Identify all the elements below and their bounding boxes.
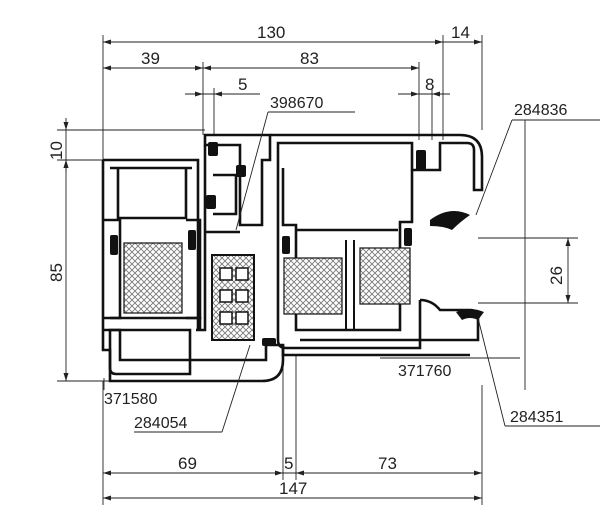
dim-10: 10 <box>47 141 66 160</box>
glass-and-insulation <box>283 240 411 330</box>
top-dimension-values: 130 14 39 83 5 8 <box>141 23 470 94</box>
part-label-371760: 371760 <box>398 363 451 380</box>
insulation-left <box>123 242 183 314</box>
left-dimension-lines <box>57 118 205 382</box>
top-dimension-lines <box>102 35 483 160</box>
leader-lines <box>103 111 600 433</box>
dim-147: 147 <box>279 479 307 498</box>
part-label-284054: 284054 <box>134 415 187 432</box>
dim-5-top: 5 <box>238 75 247 94</box>
part-label-284351: 284351 <box>510 409 563 426</box>
part-label-284836: 284836 <box>514 102 567 119</box>
frame-profile-371580 <box>101 158 285 383</box>
dim-14: 14 <box>451 23 470 42</box>
dim-26: 26 <box>547 266 566 285</box>
gaskets <box>110 142 484 346</box>
dim-8: 8 <box>425 75 434 94</box>
dim-69: 69 <box>178 454 197 473</box>
thermal-break-398670 <box>211 254 255 341</box>
dim-130: 130 <box>257 23 285 42</box>
dim-73: 73 <box>378 454 397 473</box>
part-label-371580: 371580 <box>104 391 157 408</box>
dim-85: 85 <box>47 263 66 282</box>
dim-5-bottom: 5 <box>284 454 293 473</box>
right-dimension-lines <box>478 120 578 390</box>
part-label-398670: 398670 <box>270 95 323 112</box>
left-dimension-values: 10 85 <box>47 141 66 282</box>
frame-profile-371760 <box>270 133 484 357</box>
dim-39: 39 <box>141 49 160 68</box>
dim-83: 83 <box>300 49 319 68</box>
bottom-dimension-lines <box>102 355 483 505</box>
part-labels: 398670 284836 371580 284054 371760 28435… <box>104 95 567 432</box>
bottom-dimension-values: 69 5 73 147 <box>178 454 397 498</box>
